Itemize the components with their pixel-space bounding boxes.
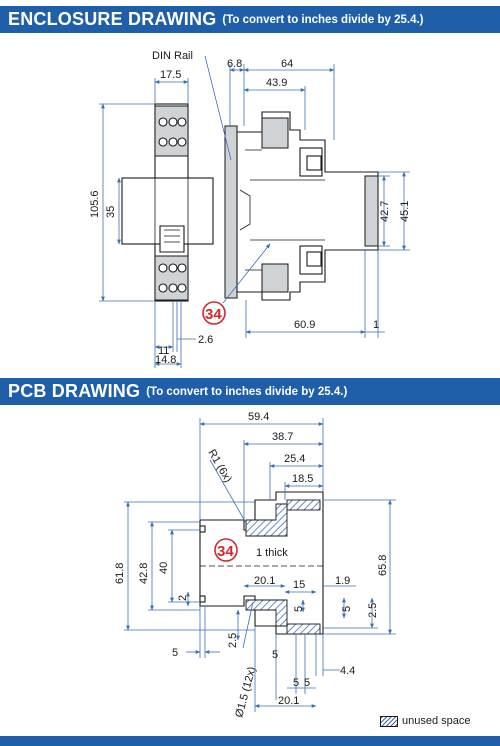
dim-45-1: 45.1: [399, 201, 411, 222]
dim-59-4: 59.4: [248, 411, 269, 423]
dim-4-4: 4.4: [340, 665, 355, 677]
dim-1: 1: [373, 319, 379, 331]
bottom-bar: [0, 736, 500, 746]
legend-label: unused space: [402, 715, 471, 727]
dim-40: 40: [158, 562, 170, 574]
dim-42-8: 42.8: [138, 563, 150, 584]
dim-2-6: 2.6: [198, 334, 213, 346]
dim-18-5: 18.5: [292, 473, 313, 485]
unused-top-right: [286, 499, 321, 511]
pcb-badge-text: 34: [217, 543, 234, 560]
din-rail-leader: [204, 55, 232, 161]
dim-6-8: 6.8: [227, 58, 242, 70]
dim-25-4: 25.4: [284, 453, 305, 465]
legend: unused space: [380, 715, 471, 727]
dim-38-7: 38.7: [272, 431, 293, 443]
dim-61-8: 61.8: [114, 563, 126, 584]
dim-5-right: 5: [341, 606, 353, 612]
dim-2: 2: [177, 595, 189, 601]
lower-clamp: [261, 263, 289, 293]
unused-bottom-mid: [245, 599, 288, 627]
dim-17-5: 17.5: [160, 69, 181, 81]
dim-65-8: 65.8: [377, 555, 389, 576]
dim-5-5a: 5: [293, 677, 299, 689]
dim-5-5b: 5: [304, 677, 310, 689]
enclosure-badge: 34: [202, 301, 226, 325]
dim-20-1-bottom: 20.1: [278, 695, 299, 707]
dim-15: 15: [293, 579, 305, 591]
top-terminal-screws: [158, 117, 187, 147]
pcb-radius-label: R1 (6x): [205, 448, 233, 485]
dim-105-6: 105.6: [89, 190, 101, 218]
dim-5-mid: 5: [293, 606, 305, 612]
bottom-terminal-block: [154, 255, 189, 301]
enclosure-badge-text: 34: [205, 306, 222, 323]
unused-bottom-right: [286, 623, 321, 635]
dim-2-5-left: 2.5: [227, 633, 239, 648]
din-rail: [224, 125, 238, 299]
top-terminal-block: [154, 105, 189, 157]
pcb-hole-label: Ø1.5 (12x): [233, 665, 258, 718]
dim-43-9: 43.9: [266, 77, 287, 89]
din-rail-label: DIN Rail: [152, 50, 193, 62]
latch: [159, 225, 185, 253]
dim-2-5-right: 2.5: [367, 603, 379, 618]
pcb-thickness: 1 thick: [256, 547, 288, 559]
dim-14-8: 14.8: [155, 354, 176, 366]
enclosure-side-view: [121, 103, 214, 302]
enclosure-front-view: [224, 111, 379, 301]
pcb-badge: 34: [214, 538, 238, 562]
upper-clamp: [261, 117, 289, 149]
enclosure-dimensions: 17.5 6.8 64 43.9 105.6 35 42.7 45.1 60.9: [89, 58, 411, 368]
dim-5-bottom: 5: [272, 649, 278, 661]
pcb-dimensions: 59.4 38.7 25.4 18.5 61.8 42.8 40 65.8 20…: [114, 411, 396, 712]
dim-20-1-top: 20.1: [254, 575, 275, 587]
hatch-swatch-icon: [380, 715, 398, 727]
unused-top-mid: [245, 503, 288, 537]
pcb-title: PCB DRAWING: [8, 381, 141, 401]
dim-35: 35: [105, 206, 117, 218]
dim-42-7: 42.7: [379, 201, 391, 222]
enclosure-title: ENCLOSURE DRAWING: [8, 9, 217, 29]
pcb-banner: PCB DRAWING (To convert to inches divide…: [0, 378, 500, 405]
dim-60-9: 60.9: [294, 319, 315, 331]
pcb-outline: [199, 491, 324, 635]
bottom-terminal-screws: [158, 263, 187, 293]
enclosure-banner: ENCLOSURE DRAWING (To convert to inches …: [0, 6, 500, 33]
dim-64: 64: [281, 58, 293, 70]
front-flange: [364, 175, 379, 247]
dim-5-left: 5: [172, 647, 178, 659]
pcb-subtitle: (To convert to inches divide by 25.4.): [146, 385, 348, 398]
dim-1-9: 1.9: [335, 575, 350, 587]
dim-11: 11: [158, 345, 169, 357]
enclosure-subtitle: (To convert to inches divide by 25.4.): [222, 13, 424, 26]
